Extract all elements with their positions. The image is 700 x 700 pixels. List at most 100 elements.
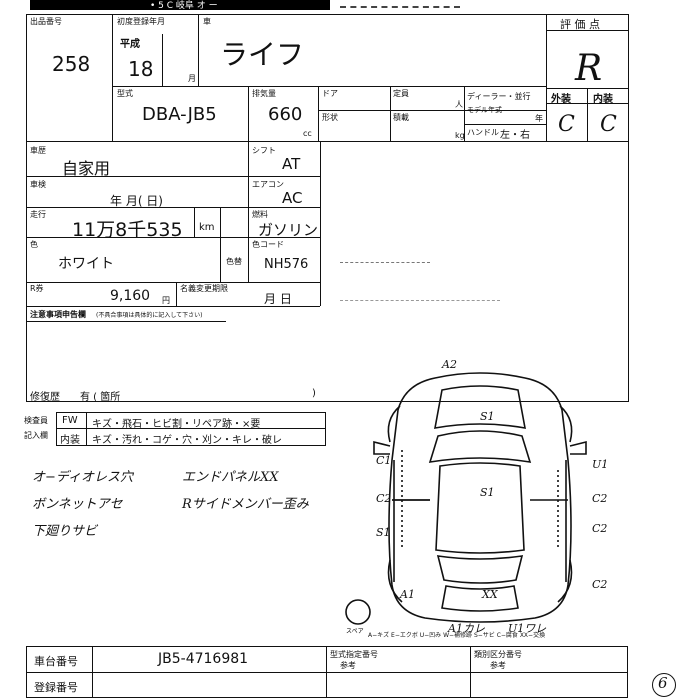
first-reg-label: 初度登録年月: [117, 17, 165, 26]
fuel-label: 燃料: [252, 210, 268, 219]
type-spec-label: 型式指定番号: [330, 650, 378, 659]
overall-grade: R: [575, 48, 603, 89]
repair-close: ): [312, 388, 316, 399]
damage-mark: A1カレ: [447, 622, 485, 635]
damage-mark: XX: [481, 588, 499, 601]
person-unit: 人: [455, 100, 463, 109]
top-strip-text: • 5 C 岐阜 オ ー: [150, 1, 218, 11]
interior-label: 内装: [593, 94, 613, 105]
top-dash: [340, 6, 460, 8]
damage-mark: C2: [376, 492, 391, 505]
page-mark-circle: [652, 673, 676, 697]
diagram-legend: A−キズ E−エクボ U−凹み W−補修跡 S−サビ C−腐食 XX−交換: [368, 632, 546, 639]
recycle-label: R券: [30, 284, 44, 293]
usage-label: 車歴: [30, 146, 46, 155]
note-left-1: オ−ディオレス穴: [32, 470, 133, 485]
kg-unit: kg: [455, 131, 465, 140]
handle-label: ハンドル: [467, 128, 499, 137]
inspector-label-1: 検査員: [24, 416, 48, 425]
reg-year: 18: [128, 57, 154, 81]
damage-mark: S1: [376, 526, 391, 539]
chassis-label: 車台番号: [34, 655, 78, 668]
faint-mark: [340, 300, 500, 301]
top-black-strip: [30, 0, 330, 10]
damage-mark: A2: [441, 358, 457, 371]
car-name-label: 車: [203, 17, 211, 26]
ac-label: エアコン: [252, 180, 284, 189]
tax-value: 月 日: [264, 292, 292, 306]
note-left-3: 下廻りサビ: [32, 524, 98, 539]
model-year-label: モデル年式: [467, 106, 502, 114]
lot-number: 258: [52, 52, 91, 76]
shape-label: 形状: [322, 113, 338, 122]
color-code-label: 色コード: [252, 240, 284, 249]
note-left-2: ボンネットアセ: [32, 497, 123, 512]
damage-mark: C2: [592, 578, 607, 591]
shift: AT: [282, 155, 301, 173]
inspector-box: [56, 412, 326, 446]
grade-label: 評 価 点: [560, 18, 600, 31]
lot-label: 出品番号: [30, 17, 62, 26]
ref-label-2: 参考: [490, 661, 506, 670]
category-label: 類別区分番号: [474, 650, 522, 659]
damage-mark: A1: [399, 588, 415, 601]
exterior-grade: C: [558, 112, 575, 137]
inspector-row1-head: FW: [62, 415, 78, 426]
notes-label: 注意事項申告欄: [30, 310, 86, 319]
era: 平成: [120, 39, 140, 50]
color: ホワイト: [58, 256, 114, 272]
repair-label: 修復歴: [30, 392, 60, 403]
color-code: NH576: [264, 257, 309, 272]
km-unit: km: [199, 222, 215, 233]
inspection-value: 年 月( 日): [110, 194, 163, 208]
handle-value: 左・右: [500, 130, 530, 141]
chassis-number: JB5-4716981: [158, 651, 249, 667]
fuel: ガソリン: [258, 221, 319, 239]
color-change-label: 色替: [226, 257, 242, 266]
model-code: DBA-JB5: [142, 104, 217, 125]
damage-mark: U1: [592, 458, 608, 471]
yen-unit: 円: [162, 296, 170, 305]
month-unit: 月: [188, 74, 196, 83]
damage-mark: C2: [592, 492, 607, 505]
dealer-label: ディーラー・並行: [467, 92, 531, 101]
usage: 自家用: [62, 159, 111, 178]
note-right-2: Rサイドメンバー歪み: [182, 497, 309, 512]
damage-mark: C1: [376, 454, 391, 467]
load-label: 積載: [393, 113, 409, 122]
displacement-label: 排気量: [252, 89, 276, 98]
shift-label: シフト: [252, 146, 276, 155]
tax-label: 名義変更期限: [180, 284, 228, 293]
model-label: 型式: [117, 89, 133, 98]
notes-sub: (不具合事項は具体的に記入して下さい): [96, 312, 203, 319]
damage-mark: S1: [480, 410, 495, 423]
damage-mark: C2: [592, 522, 607, 535]
ref-label-1: 参考: [340, 661, 356, 670]
spare-label: スペア: [346, 628, 364, 635]
ac: AC: [282, 189, 303, 207]
inspector-label-2: 記入欄: [24, 431, 48, 440]
page-mark: 6: [658, 674, 668, 692]
mileage-label: 走行: [30, 210, 46, 219]
repair-value: 有 ( 箇所: [80, 392, 121, 403]
color-label: 色: [30, 240, 38, 249]
cc-unit: cc: [303, 129, 312, 138]
year-unit: 年: [535, 114, 543, 123]
door-label: ドア: [322, 89, 338, 98]
details-frame: [26, 142, 629, 402]
inspector-row2-head: 内装: [60, 435, 80, 446]
header-table: [26, 14, 629, 142]
inspector-row1-items: キズ・飛石・ヒビ割・リペア跡・×要: [92, 419, 261, 430]
note-right-1: エンドパネルXX: [182, 470, 279, 485]
car-name: ライフ: [220, 38, 305, 71]
displacement: 660: [268, 104, 303, 125]
inspector-row2-items: キズ・汚れ・コゲ・穴・刈ン・キレ・破レ: [92, 435, 282, 446]
faint-mark: [340, 262, 430, 263]
recycle-fee: 9,160: [110, 288, 151, 304]
inspection-label: 車検: [30, 180, 46, 189]
interior-grade: C: [600, 112, 617, 137]
damage-mark: S1: [480, 486, 495, 499]
damage-mark: U1ワレ: [508, 622, 546, 635]
exterior-label: 外装: [551, 94, 571, 105]
